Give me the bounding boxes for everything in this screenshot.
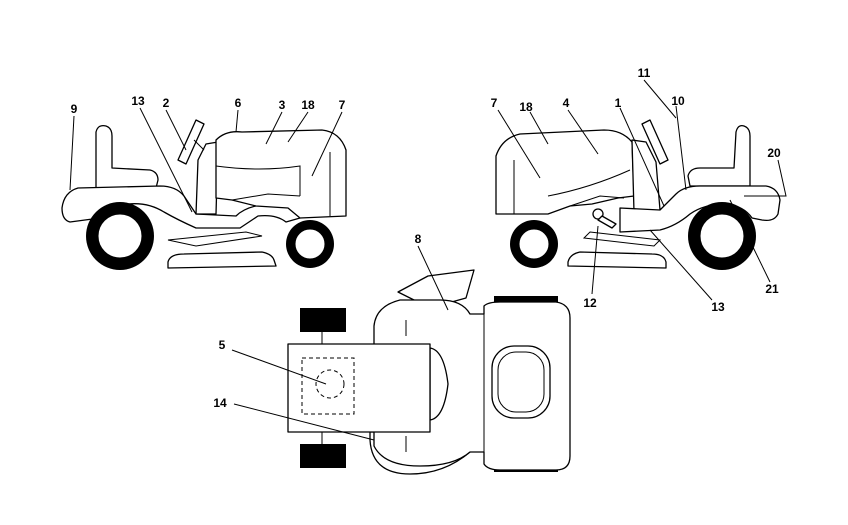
callout-9: 9 xyxy=(71,102,78,116)
callout-18: 18 xyxy=(301,98,315,112)
callout-7: 7 xyxy=(339,98,346,112)
callout-3: 3 xyxy=(279,98,286,112)
left-hood xyxy=(215,129,347,219)
left-dash-tower xyxy=(195,141,219,215)
top-decal-outline xyxy=(301,357,355,415)
right-side-view: 7 18 4 1 11 10 20 21 13 12 xyxy=(491,66,787,314)
callout-13: 13 xyxy=(131,94,145,108)
callout-2: 2 xyxy=(163,96,170,110)
callout-12: 12 xyxy=(583,296,597,310)
right-dash-tower xyxy=(631,139,661,213)
callout-11: 11 xyxy=(638,66,651,80)
right-rear-fender xyxy=(619,185,781,233)
callout-4: 4 xyxy=(563,96,570,110)
left-seat xyxy=(95,124,159,189)
callout-1: 1 xyxy=(615,96,622,110)
callout-21: 21 xyxy=(765,282,779,296)
left-steering-wheel xyxy=(177,119,205,165)
right-mower-deck xyxy=(567,251,667,269)
callout-7-right: 7 xyxy=(491,96,498,110)
top-hood xyxy=(287,343,431,433)
top-rear-tire-upper xyxy=(494,296,558,306)
callout-6: 6 xyxy=(235,96,242,110)
top-seat xyxy=(491,345,551,419)
left-side-view: 9 13 2 6 3 18 7 xyxy=(61,94,347,270)
right-steering-wheel xyxy=(641,119,669,165)
right-lift-knob xyxy=(592,208,604,220)
callout-10: 10 xyxy=(671,94,685,108)
left-mower-deck xyxy=(167,251,277,269)
callout-14: 14 xyxy=(213,396,227,410)
callout-8: 8 xyxy=(415,232,422,246)
top-front-tire-lower xyxy=(300,444,346,468)
callout-20: 20 xyxy=(767,146,781,160)
callout-5: 5 xyxy=(219,338,226,352)
callout-13-right: 13 xyxy=(711,300,725,314)
top-steering-column xyxy=(429,347,449,421)
right-hood xyxy=(495,129,635,215)
right-seat xyxy=(687,124,751,187)
callout-18-right: 18 xyxy=(519,100,533,114)
top-front-tire-upper xyxy=(300,308,346,332)
top-view: 8 5 14 xyxy=(213,232,571,475)
